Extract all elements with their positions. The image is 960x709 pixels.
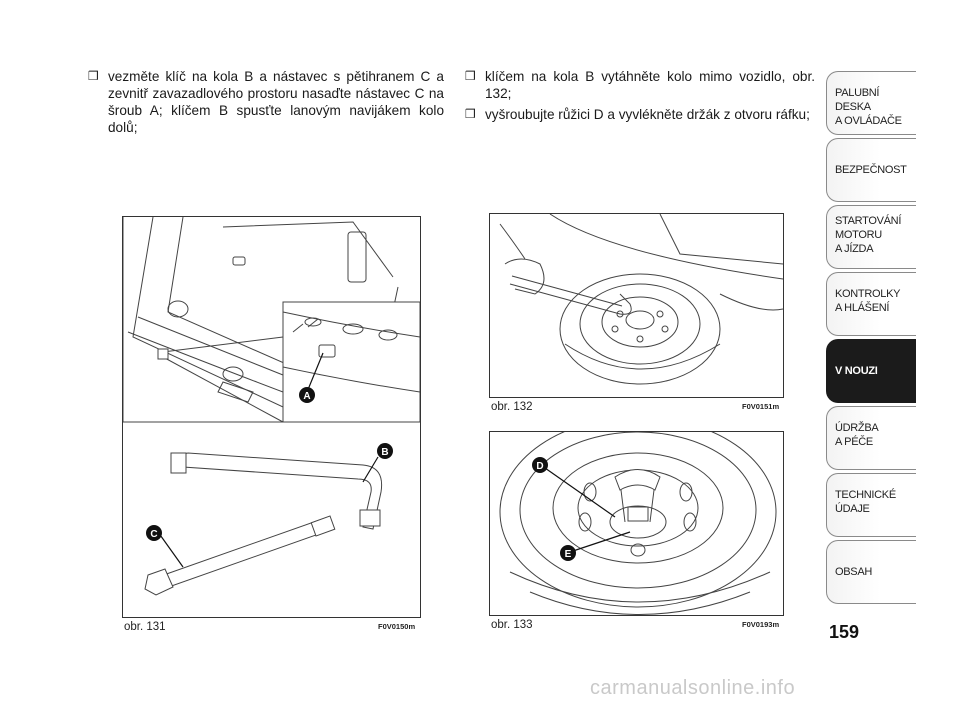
figure-132 [489, 213, 784, 398]
label-e: E [560, 545, 576, 561]
figure-131-code: F0V0150m [378, 622, 416, 631]
svg-text:E: E [565, 549, 572, 560]
instruction-item: ❒ vezměte klíč na kola B a nástavec s pě… [88, 68, 444, 136]
right-text-column: ❒ klíčem na kola B vytáhněte kolo mimo v… [465, 68, 815, 127]
bullet-mark: ❒ [88, 69, 99, 83]
figure-132-code: F0V0151m [742, 402, 780, 411]
instruction-text: vezměte klíč na kola B a nástavec s pěti… [108, 69, 444, 135]
wheel-holder-illustration: D E [499, 432, 777, 615]
tab-startovani[interactable]: STARTOVÁNÍ MOTORU A JÍZDA [826, 205, 916, 269]
label-a: A [299, 387, 315, 403]
label-d: D [532, 457, 548, 473]
tab-v-nouzi[interactable]: V NOUZI [826, 339, 916, 403]
tab-kontrolky[interactable]: KONTROLKY A HLÁŠENÍ [826, 272, 916, 336]
figure-131: A B C [122, 216, 421, 618]
instruction-item: ❒ klíčem na kola B vytáhněte kolo mimo v… [465, 68, 815, 102]
tab-obsah[interactable]: OBSAH [826, 540, 916, 604]
figure-133: D E [489, 431, 784, 616]
figure-132-caption: obr. 132 [491, 401, 533, 413]
bullet-mark: ❒ [465, 69, 476, 83]
trunk-and-tools-illustration: A B C [123, 217, 420, 596]
page-number: 159 [829, 622, 860, 642]
svg-text:B: B [381, 447, 388, 458]
left-text-column: ❒ vezměte klíč na kola B a nástavec s pě… [88, 68, 444, 140]
watermark: carmanualsonline.info [590, 677, 796, 699]
chapter-tabs: PALUBNÍ DESKA A OVLÁDAČE BEZPEČNOST STAR… [826, 71, 916, 607]
bullet-mark: ❒ [465, 107, 476, 121]
figure-133-caption: obr. 133 [491, 619, 533, 631]
spare-wheel-removal-illustration [499, 214, 783, 385]
svg-text:C: C [150, 529, 157, 540]
figure-131-caption: obr. 131 [124, 621, 166, 633]
figure-133-code: F0V0193m [742, 620, 780, 629]
tab-technicke-udaje[interactable]: TECHNICKÉ ÚDAJE [826, 473, 916, 537]
instruction-item: ❒ vyšroubujte růžici D a vyvlékněte držá… [465, 106, 815, 123]
label-c: C [146, 525, 162, 541]
tab-udrzba[interactable]: ÚDRŽBA A PÉČE [826, 406, 916, 470]
instruction-text: vyšroubujte růžici D a vyvlékněte držák … [485, 107, 810, 122]
label-b: B [377, 443, 393, 459]
instruction-text: klíčem na kola B vytáhněte kolo mimo voz… [485, 69, 815, 101]
tab-bezpecnost[interactable]: BEZPEČNOST [826, 138, 916, 202]
svg-text:D: D [536, 461, 543, 472]
tab-palubni-deska[interactable]: PALUBNÍ DESKA A OVLÁDAČE [826, 71, 916, 135]
svg-text:A: A [303, 391, 310, 402]
